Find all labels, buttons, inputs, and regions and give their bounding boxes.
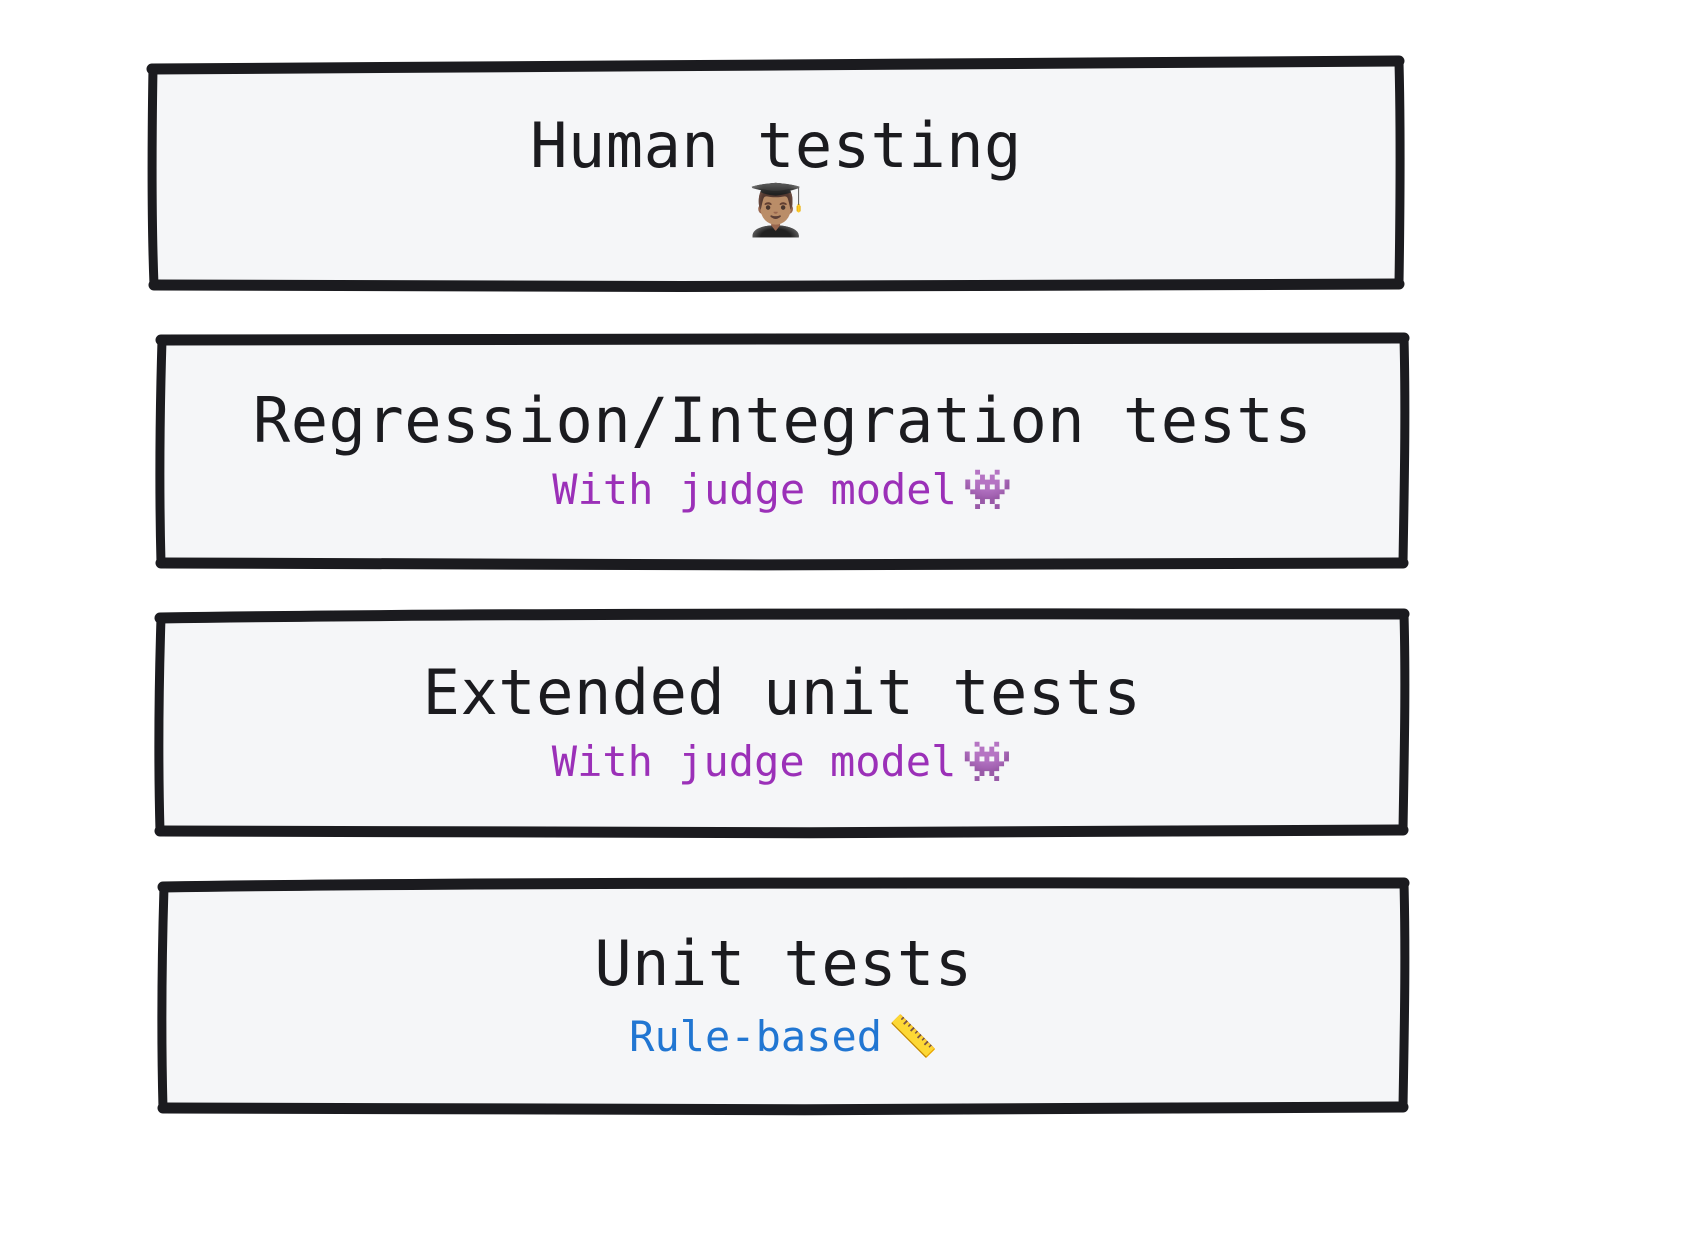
layer-title: Unit tests: [594, 926, 973, 1000]
man-student-icon: 👨🏽‍🎓: [744, 180, 808, 239]
layer-subtitle: With judge model 👾: [551, 736, 1013, 786]
straight-ruler-icon: 📏: [888, 1014, 938, 1061]
layer-subtitle-text: Rule-based: [629, 1011, 883, 1061]
layer-content: Unit tests Rule-based 📏: [158, 931, 1409, 1060]
alien-monster-icon: 👾: [962, 467, 1013, 514]
layer-content: Regression/Integration tests With judge …: [156, 388, 1409, 513]
layer-title: Human testing: [530, 109, 1022, 183]
layer-subtitle-text: With judge model: [551, 736, 957, 786]
layer-title: Extended unit tests: [422, 655, 1142, 729]
layer-content: Human testing 👨🏽‍🎓: [148, 113, 1404, 234]
layer-human-testing[interactable]: Human testing 👨🏽‍🎓: [146, 55, 1405, 293]
layer-title: Regression/Integration tests: [252, 383, 1313, 457]
layer-subtitle: With judge model 👾: [552, 464, 1013, 514]
alien-monster-icon: 👾: [962, 739, 1013, 786]
layer-regression-integration-tests[interactable]: Regression/Integration tests With judge …: [155, 332, 1410, 571]
layer-extended-unit-tests[interactable]: Extended unit tests With judge model 👾: [154, 608, 1410, 839]
layer-unit-tests[interactable]: Unit tests Rule-based 📏: [157, 877, 1410, 1116]
layer-subtitle-text: With judge model: [552, 464, 957, 514]
layer-subtitle: Rule-based 📏: [629, 1011, 938, 1061]
layer-content: Extended unit tests With judge model 👾: [155, 660, 1409, 785]
